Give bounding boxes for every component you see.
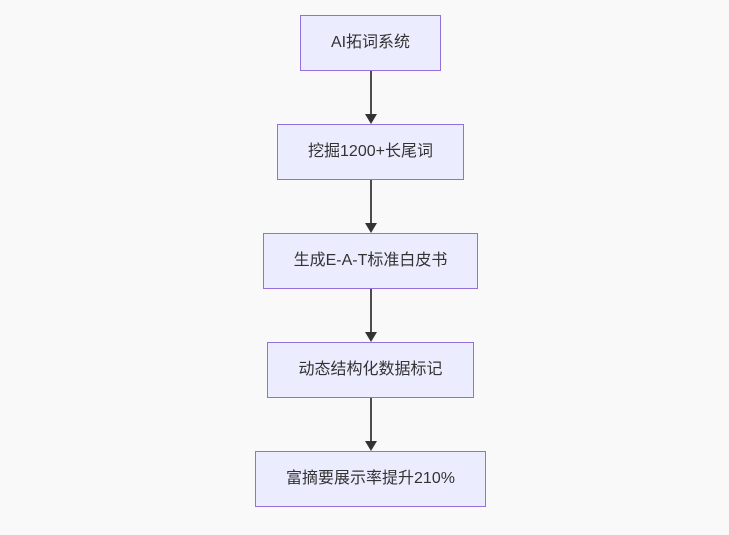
node-rich-snippet-rate-result: 富摘要展示率提升210%	[255, 451, 486, 507]
arrowhead-down-icon	[364, 114, 377, 124]
node-longtail-keyword-mining: 挖掘1200+长尾词	[277, 124, 464, 180]
arrow-line	[369, 398, 372, 442]
node-ai-word-expansion-system: AI拓词系统	[299, 15, 442, 71]
arrowhead-down-icon	[364, 223, 377, 233]
edge-connector	[364, 289, 377, 342]
arrow-line	[369, 180, 372, 224]
edge-connector	[364, 180, 377, 233]
arrowhead-down-icon	[364, 332, 377, 342]
node-dynamic-structured-data-markup: 动态结构化数据标记	[267, 342, 474, 398]
edge-connector	[364, 398, 377, 451]
arrow-line	[369, 289, 372, 333]
arrow-line	[369, 71, 372, 115]
edge-connector	[364, 71, 377, 124]
flowchart: AI拓词系统 挖掘1200+长尾词 生成E-A-T标准白皮书 动态结构化数据标记…	[6, 0, 729, 507]
node-eat-standard-whitepaper: 生成E-A-T标准白皮书	[262, 233, 479, 289]
arrowhead-down-icon	[364, 441, 377, 451]
